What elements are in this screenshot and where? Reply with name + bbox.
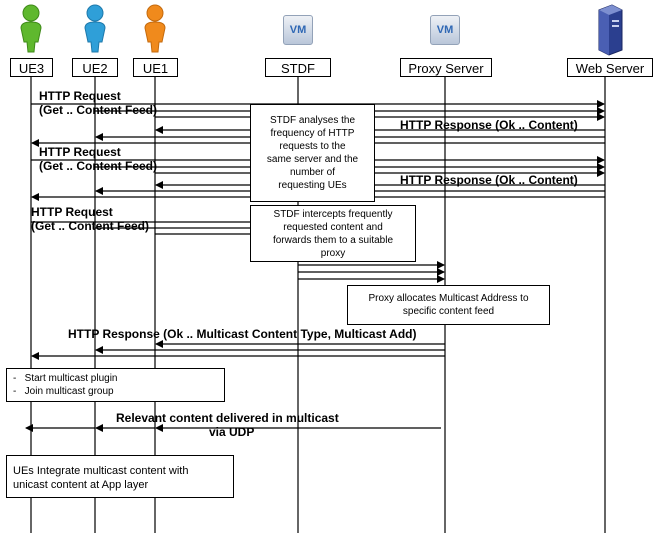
- msg-delivery-line1: Relevant content delivered in multicast: [116, 411, 339, 425]
- note-stdf-intercept-text: STDF intercepts frequently requested con…: [272, 208, 394, 259]
- note-stdf-intercept: STDF intercepts frequently requested con…: [250, 205, 416, 262]
- actor-ue2: UE2: [72, 58, 118, 77]
- proxy-vm-icon: VM: [430, 15, 460, 45]
- msg-resp2: HTTP Response (Ok .. Content): [400, 173, 578, 187]
- msg-req2-line1: HTTP Request: [39, 145, 121, 159]
- actor-stdf: STDF: [265, 58, 331, 77]
- msg-multicast-response: HTTP Response (Ok .. Multicast Content T…: [68, 327, 417, 341]
- note-proxy-allocates: Proxy allocates Multicast Address to spe…: [347, 285, 550, 325]
- msg-resp1: HTTP Response (Ok .. Content): [400, 118, 578, 132]
- stdf-vm-icon: VM: [283, 15, 313, 45]
- msg-req1-line2: (Get .. Content Feed): [39, 103, 157, 117]
- msg-req1-line1: HTTP Request: [39, 89, 121, 103]
- ue2-person-icon: [84, 4, 106, 53]
- note-stdf-analyse: STDF analyses the frequency of HTTP requ…: [250, 104, 375, 202]
- ue3-person-icon: [20, 4, 42, 53]
- note-ues-integrate: UEs Integrate multicast content with uni…: [6, 455, 234, 498]
- actor-ue1: UE1: [133, 58, 178, 77]
- note-multicast-plugin: - Start multicast plugin - Join multicas…: [6, 368, 225, 402]
- actor-proxy-server: Proxy Server: [400, 58, 492, 77]
- msg-req2-line2: (Get .. Content Feed): [39, 159, 157, 173]
- msg-delivery-line2: via UDP: [209, 425, 255, 439]
- msg-req3-line1: HTTP Request: [31, 205, 113, 219]
- web-server-icon: [598, 4, 623, 56]
- actor-ue3: UE3: [10, 58, 53, 77]
- note-stdf-analyse-text: STDF analyses the frequency of HTTP requ…: [266, 115, 359, 191]
- msg-req3-line2: (Get .. Content Feed): [31, 219, 149, 233]
- ue1-person-icon: [144, 4, 166, 53]
- actor-web-server: Web Server: [567, 58, 653, 77]
- note-proxy-allocates-text: Proxy allocates Multicast Address to spe…: [368, 293, 529, 317]
